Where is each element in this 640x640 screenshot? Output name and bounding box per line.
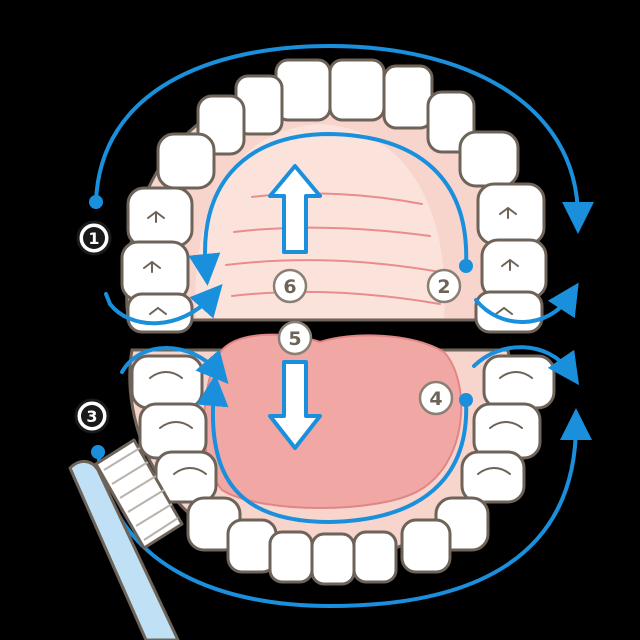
step-badge-4: 4 — [418, 380, 454, 416]
tooth-lower-incisor — [310, 532, 356, 586]
arrow-step-2-inner-upper — [188, 131, 469, 286]
toothbrush-bristles — [94, 438, 184, 550]
arrow-step-3-outer-lower — [96, 408, 592, 609]
arrow-step-4-start-dot — [459, 393, 473, 407]
step-badge-2: 2 — [426, 268, 462, 304]
tooth-upper-premolar — [458, 130, 520, 188]
tooth-upper-premolar — [156, 132, 216, 190]
center-arrows — [268, 164, 322, 450]
arrow-molar-back-upper-left-tail — [104, 292, 112, 306]
step-badge-5-label: 5 — [288, 328, 301, 350]
tooth-lower-molar — [130, 354, 204, 410]
step-badge-1: 1 — [76, 220, 112, 256]
tooth-lower-canine — [400, 518, 452, 574]
arrow-step-4-inner-lower — [196, 374, 469, 525]
tooth-lower-molar — [482, 354, 556, 410]
lower-teeth — [130, 354, 556, 586]
arrow-step-3-start-dot — [91, 445, 105, 459]
toothbrush-handle — [68, 460, 180, 640]
arrow-step-2-start-dot — [459, 259, 473, 273]
arrow-step-6-up — [268, 164, 322, 254]
step-badge-6: 6 — [272, 268, 308, 304]
arrow-molar-back-lower-right — [472, 345, 580, 386]
step-badge-3-label: 3 — [86, 407, 97, 426]
brushing-arrows — [89, 43, 594, 609]
tooth-lower-molar — [138, 402, 208, 460]
tooth-lower-incisor — [352, 530, 398, 584]
arrow-step-1-outer-upper — [94, 43, 594, 234]
arrow-step-5-down — [268, 360, 322, 450]
tooth-lower-molar — [460, 450, 526, 504]
step-badge-5: 5 — [277, 320, 313, 356]
tooth-upper-molar — [120, 240, 190, 302]
toothbrush-bristle-lines — [103, 447, 179, 541]
tooth-upper-molar — [476, 182, 546, 246]
upper-molar-grooves — [143, 206, 519, 315]
arrow-molar-back-upper-right — [474, 282, 579, 324]
palate — [195, 124, 445, 318]
tooth-upper-molar — [126, 186, 194, 248]
step-badge-1-label: 1 — [88, 229, 99, 248]
step-badges: 1 2 3 4 5 6 — [74, 220, 462, 434]
step-badge-3: 3 — [74, 398, 110, 434]
arrow-step-1-start-dot — [89, 195, 103, 209]
tooth-lower-molar — [472, 402, 542, 460]
tooth-lower-incisor — [268, 530, 314, 584]
arrow-molar-back-upper-left — [108, 284, 223, 326]
tooth-upper-molar — [126, 292, 194, 334]
tooth-upper-incisor — [274, 58, 332, 122]
step-badge-2-label: 2 — [437, 276, 450, 298]
tooth-upper-molar — [480, 238, 548, 300]
toothbrush-icon — [68, 438, 184, 640]
palate-ridges — [225, 192, 441, 305]
tooth-upper-incisor — [382, 64, 434, 130]
tooth-upper-incisor — [328, 58, 386, 122]
step-badge-4-label: 4 — [429, 388, 442, 410]
arrow-molar-back-lower-left — [120, 346, 229, 385]
step-badge-6-label: 6 — [283, 276, 296, 298]
tongue — [202, 333, 463, 509]
lower-molar-grooves — [149, 371, 533, 475]
